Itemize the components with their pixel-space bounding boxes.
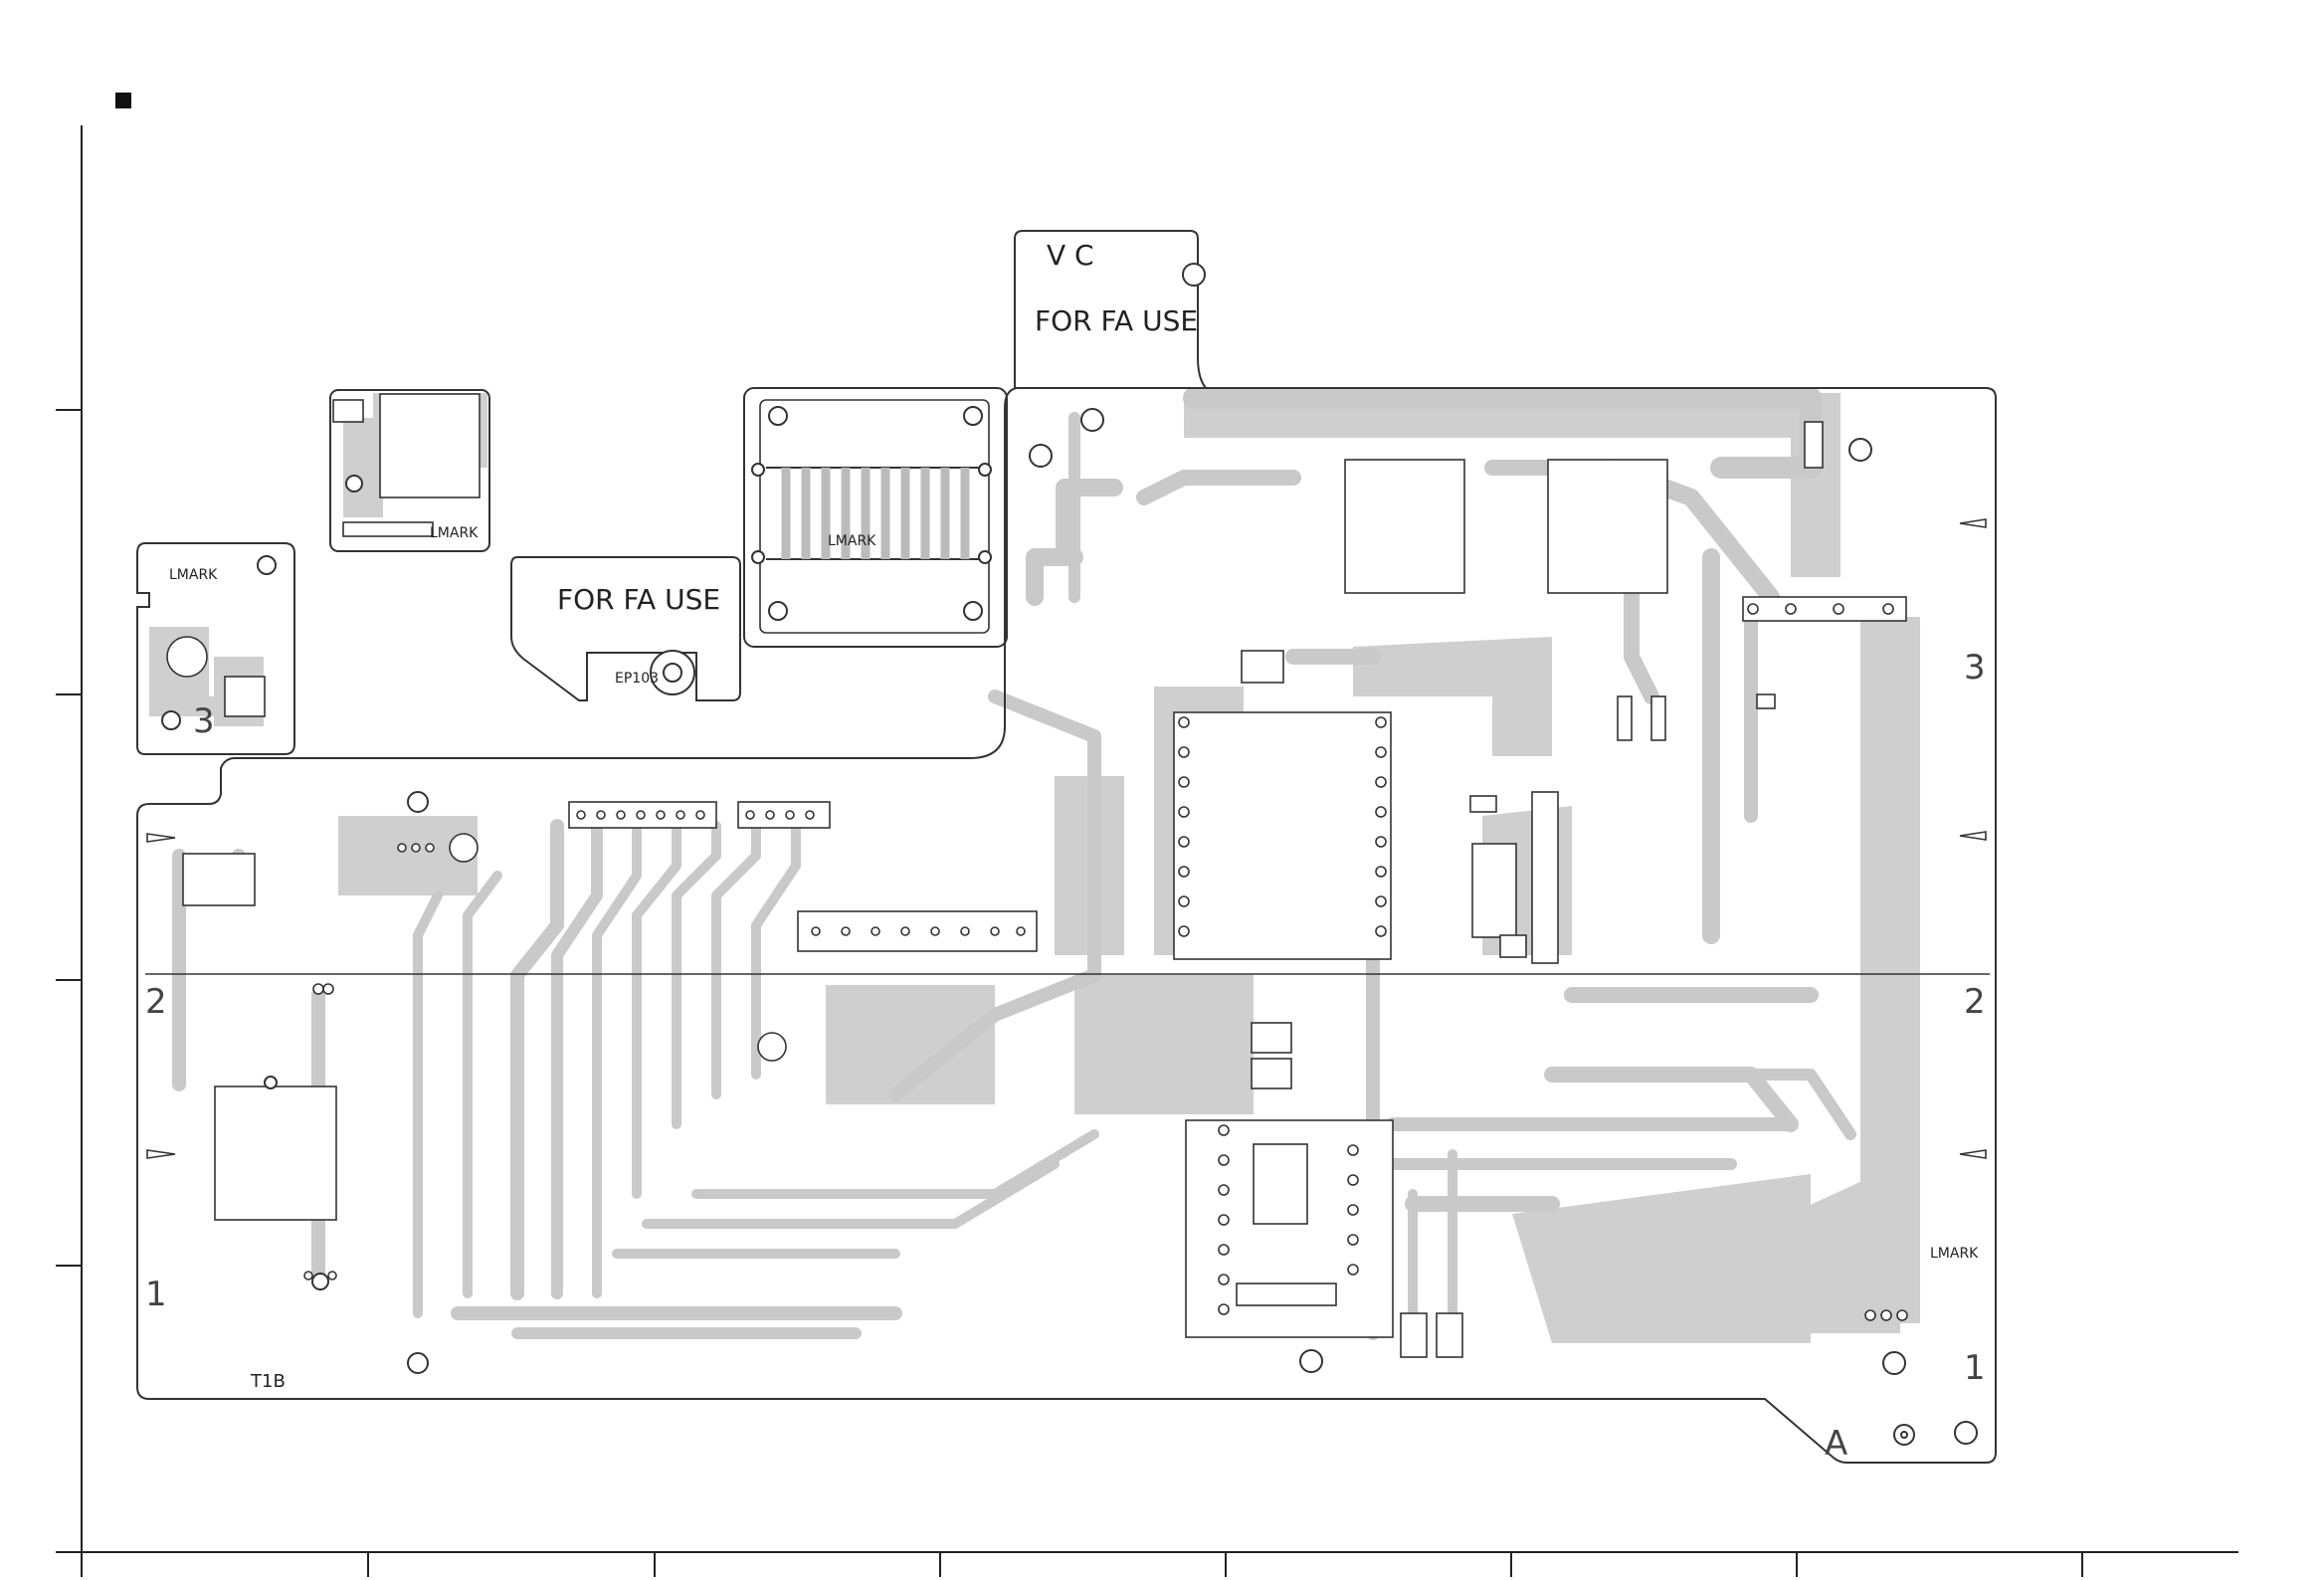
lmark-label-1: LMARK (169, 567, 218, 583)
corner-a-label: A (1825, 1424, 1847, 1464)
lmark-label-4: LMARK (1930, 1246, 1979, 1262)
for-fa-use-mid-label: FOR FA USE (557, 583, 720, 616)
grid-label-left-1: 1 (145, 1275, 167, 1314)
t1b-label: T1B (250, 1371, 286, 1392)
grid-label-right-1: 1 (1964, 1348, 1986, 1388)
ep103-label: EP103 (615, 671, 659, 687)
for-fa-use-top-label: FOR FA USE (1035, 304, 1198, 337)
grid-label-right-3: 3 (1964, 648, 1986, 688)
sub-board-a-parts (333, 394, 480, 536)
grid-label-right-2: 2 (1964, 982, 1986, 1022)
lmark-label-2: LMARK (430, 525, 479, 541)
fa-tab-parts (1030, 264, 1205, 467)
grid-label-left-2: 2 (145, 982, 167, 1022)
lmark-label-3: LMARK (828, 533, 876, 549)
v-c-mark-label: V C (1047, 239, 1094, 272)
sub-board-number-label: 3 (193, 701, 215, 741)
